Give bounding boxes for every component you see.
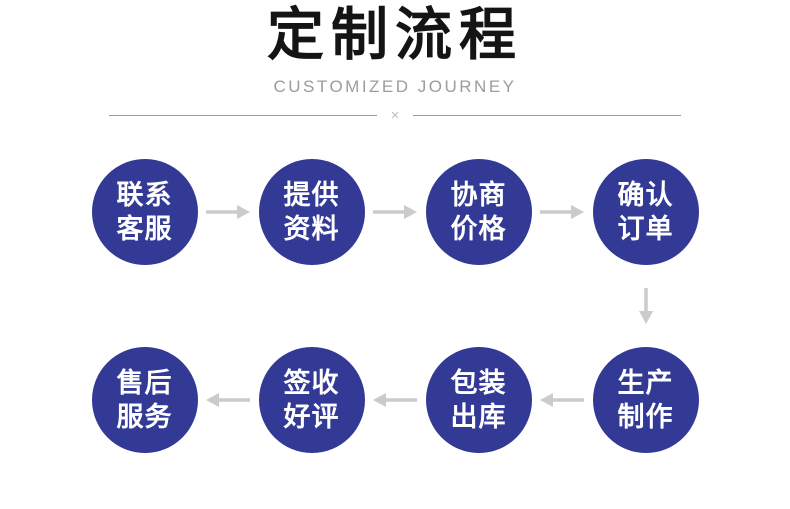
step-circle-provide-materials: 提供 资料 bbox=[258, 159, 365, 265]
step-label-line: 生产 bbox=[617, 368, 674, 398]
step-circle-sign-and-review: 签收 好评 bbox=[258, 347, 365, 453]
step-label-line: 好评 bbox=[283, 402, 340, 432]
step-label-line: 价格 bbox=[450, 214, 507, 244]
step-label-line: 签收 bbox=[283, 368, 340, 398]
divider-line-left bbox=[109, 115, 377, 116]
step-label-line: 确认 bbox=[617, 180, 674, 210]
flow-bottom-row: 售后 服务 签收 好评 包装 出库 生产 制作 bbox=[0, 347, 790, 453]
step-circle-negotiate-price: 协商 价格 bbox=[425, 159, 532, 265]
page-subtitle: CUSTOMIZED JOURNEY bbox=[273, 77, 517, 96]
process-flow-diagram: 联系 客服 提供 资料 协商 价格 确认 订单 bbox=[0, 159, 790, 453]
step-label-line: 客服 bbox=[116, 214, 173, 244]
step-circle-confirm-order: 确认 订单 bbox=[592, 159, 699, 265]
divider-x-mark: × bbox=[390, 107, 400, 124]
step-circle-production: 生产 制作 bbox=[592, 347, 699, 453]
step-label-line: 服务 bbox=[116, 402, 173, 432]
arrow-left-icon bbox=[365, 391, 426, 409]
flow-connector-row bbox=[0, 265, 790, 347]
arrow-left-icon bbox=[198, 391, 259, 409]
page-title: 定制流程 bbox=[267, 3, 523, 67]
step-label-line: 包装 bbox=[450, 368, 507, 398]
arrow-right-icon bbox=[532, 203, 593, 221]
arrow-right-icon bbox=[198, 203, 259, 221]
arrow-left-icon bbox=[532, 391, 593, 409]
section-divider: × bbox=[109, 107, 682, 124]
step-label-line: 资料 bbox=[283, 214, 340, 244]
step-circle-after-sales-service: 售后 服务 bbox=[91, 347, 198, 453]
arrow-right-icon bbox=[365, 203, 426, 221]
divider-line-right bbox=[413, 115, 682, 116]
step-label-line: 联系 bbox=[116, 180, 173, 210]
flow-top-row: 联系 客服 提供 资料 协商 价格 确认 订单 bbox=[0, 159, 790, 265]
step-label-line: 提供 bbox=[283, 180, 340, 210]
step-label-line: 订单 bbox=[617, 214, 674, 244]
step-label-line: 制作 bbox=[617, 402, 674, 432]
step-label-line: 售后 bbox=[116, 368, 173, 398]
step-label-line: 协商 bbox=[450, 180, 507, 210]
step-circle-contact-support: 联系 客服 bbox=[91, 159, 198, 265]
arrow-down-icon bbox=[593, 287, 699, 325]
step-label-line: 出库 bbox=[450, 402, 507, 432]
step-circle-pack-and-ship: 包装 出库 bbox=[425, 347, 532, 453]
